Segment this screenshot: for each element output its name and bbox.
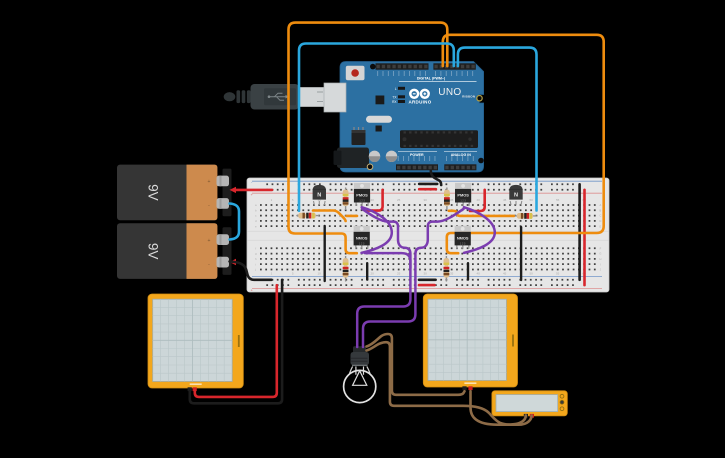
svg-text:1: 1 (271, 272, 273, 276)
svg-text:55: 55 (556, 272, 560, 276)
svg-text:j: j (255, 268, 257, 272)
svg-text:C: C (599, 214, 601, 218)
svg-text:RX: RX (392, 100, 397, 104)
svg-text:PMOS: PMOS (356, 193, 368, 198)
svg-text:55: 55 (556, 198, 560, 202)
svg-text:40: 40 (477, 198, 481, 202)
svg-text:b: b (255, 208, 257, 212)
svg-text:30: 30 (424, 198, 428, 202)
svg-text:+: + (208, 179, 211, 185)
svg-text:1 2 3: 1 2 3 (359, 242, 365, 245)
svg-text:E: E (600, 224, 602, 228)
svg-text:ARDUINO: ARDUINO (408, 99, 431, 104)
svg-text:N: N (317, 193, 321, 199)
svg-text:L: L (395, 87, 397, 91)
svg-text:PMOS: PMOS (457, 193, 469, 198)
svg-text:1 2 3: 1 2 3 (359, 200, 365, 203)
svg-text:1 2 3: 1 2 3 (460, 200, 466, 203)
svg-text:45: 45 (503, 272, 507, 276)
svg-text:20: 20 (371, 198, 375, 202)
svg-text:NMOS: NMOS (457, 236, 469, 241)
svg-text:F: F (600, 246, 602, 250)
svg-text:I: I (600, 262, 601, 266)
svg-text:35: 35 (450, 272, 454, 276)
svg-text:5: 5 (292, 198, 294, 202)
svg-text:+: + (208, 238, 211, 244)
svg-text:D: D (599, 219, 601, 223)
svg-text:c: c (255, 215, 257, 218)
svg-text:50: 50 (530, 272, 534, 276)
svg-text:DIGITAL (PWM~): DIGITAL (PWM~) (417, 77, 446, 81)
svg-text:d: d (255, 219, 257, 223)
svg-text:RIBBON: RIBBON (462, 95, 475, 99)
svg-text:+: + (251, 287, 254, 292)
svg-text:NMOS: NMOS (356, 236, 368, 241)
svg-text:G: G (599, 252, 601, 256)
svg-text:1 2 3: 1 2 3 (460, 242, 466, 245)
svg-text:i: i (256, 262, 257, 266)
svg-text:50: 50 (530, 198, 534, 202)
svg-text:5: 5 (292, 272, 294, 276)
svg-text:45: 45 (503, 198, 507, 202)
svg-text:B: B (600, 208, 602, 212)
svg-text:N: N (514, 193, 518, 199)
svg-text:-: - (251, 179, 253, 184)
svg-text:20: 20 (371, 272, 375, 276)
svg-text:e: e (255, 225, 257, 228)
svg-text:25: 25 (397, 272, 401, 276)
svg-text:g: g (255, 253, 257, 256)
svg-text:+: + (251, 192, 254, 197)
svg-text:f: f (255, 246, 256, 250)
svg-text:-: - (251, 274, 253, 279)
svg-text:10: 10 (318, 272, 322, 276)
svg-text:POWER: POWER (410, 153, 424, 157)
svg-text:35: 35 (450, 198, 454, 202)
svg-text:a: a (255, 204, 257, 207)
svg-text:TX: TX (392, 95, 397, 99)
svg-text:25: 25 (397, 198, 401, 202)
svg-text:1: 1 (271, 198, 273, 202)
svg-text:-: - (208, 261, 210, 267)
svg-text:ANALOG IN: ANALOG IN (451, 153, 472, 157)
svg-text:J: J (600, 268, 602, 272)
svg-text:A: A (600, 203, 602, 207)
svg-text:9V: 9V (145, 184, 160, 201)
svg-text:10: 10 (318, 198, 322, 202)
svg-text:UNO: UNO (438, 87, 461, 98)
svg-text:h: h (255, 257, 257, 261)
svg-text:-: - (208, 203, 210, 209)
svg-text:H: H (599, 257, 601, 261)
svg-text:40: 40 (477, 272, 481, 276)
svg-text:30: 30 (424, 272, 428, 276)
svg-text:9V: 9V (145, 243, 160, 260)
